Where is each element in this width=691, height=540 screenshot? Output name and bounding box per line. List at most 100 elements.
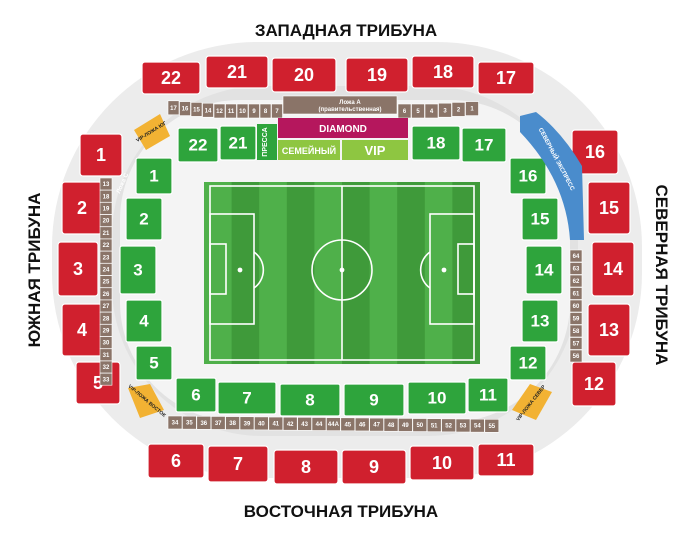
north-upper-sector-14[interactable]: 14: [591, 241, 635, 297]
north-lower-sector-16-shape[interactable]: [509, 157, 547, 195]
box-west-17-shape[interactable]: [167, 100, 180, 116]
east-lower-sector-10[interactable]: 10: [407, 381, 467, 415]
box-36[interactable]: 36: [196, 415, 212, 430]
east-lower-sector-8-shape[interactable]: [279, 383, 341, 417]
west-upper-sector-20[interactable]: 20: [271, 57, 337, 93]
box-53-shape[interactable]: [455, 418, 471, 433]
box-41[interactable]: 41: [268, 416, 284, 431]
box-45-shape[interactable]: [340, 417, 356, 432]
box-28[interactable]: 28: [99, 311, 113, 325]
north-lower-sector-15[interactable]: 15: [521, 197, 559, 241]
box-34[interactable]: 34: [167, 415, 183, 430]
box-west-1-shape[interactable]: [465, 101, 479, 116]
box-44-shape[interactable]: [311, 417, 327, 431]
box-29[interactable]: 29: [99, 324, 113, 337]
west-upper-sector-21[interactable]: 21: [205, 55, 269, 89]
west-upper-sector-22-shape[interactable]: [141, 61, 201, 95]
box-62[interactable]: 62: [569, 274, 583, 288]
north-upper-sector-15[interactable]: 15: [587, 181, 631, 235]
box-61-shape[interactable]: [569, 287, 583, 300]
vip-lodge-north[interactable]: [512, 384, 552, 420]
box-43-shape[interactable]: [297, 417, 312, 431]
box-west-9[interactable]: 9: [248, 103, 260, 119]
box-20[interactable]: 20: [99, 214, 113, 227]
box-39[interactable]: 39: [239, 416, 255, 431]
box-west-14[interactable]: 14: [202, 102, 214, 118]
family-section[interactable]: [278, 140, 340, 160]
box-west-16-shape[interactable]: [179, 101, 191, 116]
box-60-shape[interactable]: [569, 299, 583, 313]
west-lower-sector-22-shape[interactable]: [177, 127, 219, 163]
box-40[interactable]: 40: [254, 416, 269, 431]
press-section[interactable]: [257, 124, 277, 160]
box-56-shape[interactable]: [569, 349, 583, 363]
east-lower-sector-8[interactable]: 8: [279, 383, 341, 417]
box-56[interactable]: 56: [569, 349, 583, 363]
west-upper-sector-18[interactable]: 18: [411, 55, 475, 89]
box-west-4-shape[interactable]: [424, 103, 439, 119]
east-upper-sector-6[interactable]: 6: [147, 443, 205, 479]
box-45[interactable]: 45: [340, 417, 356, 432]
east-lower-sector-7-shape[interactable]: [217, 381, 277, 415]
south-upper-sector-1[interactable]: 1: [79, 133, 123, 177]
north-lower-sector-13-shape[interactable]: [521, 299, 559, 343]
box-west-10-shape[interactable]: [236, 103, 249, 119]
box-63-shape[interactable]: [569, 262, 583, 275]
box-42[interactable]: 42: [282, 416, 298, 431]
box-21[interactable]: 21: [99, 226, 113, 240]
box-61[interactable]: 61: [569, 287, 583, 300]
box-west-8[interactable]: 8: [259, 103, 272, 119]
east-upper-sector-9-shape[interactable]: [341, 449, 407, 485]
west-upper-sector-17[interactable]: 17: [477, 61, 535, 95]
box-44А-shape[interactable]: [326, 417, 341, 431]
north-lower-sector-13[interactable]: 13: [521, 299, 559, 343]
box-39-shape[interactable]: [239, 416, 255, 431]
box-49-shape[interactable]: [398, 418, 413, 432]
box-54-shape[interactable]: [470, 418, 485, 433]
box-west-2[interactable]: 2: [451, 102, 466, 117]
box-18[interactable]: 18: [99, 189, 113, 203]
box-west-6[interactable]: 6: [397, 103, 412, 119]
box-32[interactable]: 32: [99, 360, 113, 374]
box-31[interactable]: 31: [99, 348, 113, 362]
box-50-shape[interactable]: [412, 418, 428, 432]
box-50[interactable]: 50: [412, 418, 428, 432]
box-30[interactable]: 30: [99, 336, 113, 349]
box-36-shape[interactable]: [196, 415, 212, 430]
box-46[interactable]: 46: [354, 417, 370, 432]
box-53[interactable]: 53: [455, 418, 471, 433]
box-13[interactable]: 13: [99, 177, 113, 191]
south-lower-sector-2-shape[interactable]: [125, 197, 163, 241]
west-lower-sector-17[interactable]: 17: [461, 127, 507, 163]
box-58-shape[interactable]: [569, 324, 583, 338]
box-40-shape[interactable]: [254, 416, 269, 431]
north-upper-sector-12-shape[interactable]: [571, 361, 617, 407]
box-west-7[interactable]: 7: [271, 103, 283, 119]
box-west-8-shape[interactable]: [259, 103, 272, 119]
south-lower-sector-4[interactable]: 4: [125, 299, 163, 343]
vip-section[interactable]: [342, 140, 408, 160]
box-38-shape[interactable]: [225, 416, 240, 430]
vip-lodge-east[interactable]: [128, 384, 164, 418]
box-23[interactable]: 23: [99, 250, 113, 264]
north-lower-sector-14[interactable]: 14: [525, 245, 563, 295]
box-62-shape[interactable]: [569, 274, 583, 288]
box-63[interactable]: 63: [569, 262, 583, 275]
box-west-14-shape[interactable]: [202, 102, 214, 118]
box-49[interactable]: 49: [398, 418, 413, 432]
diamond-section[interactable]: [278, 118, 408, 138]
east-upper-sector-7[interactable]: 7: [207, 445, 269, 483]
box-west-4[interactable]: 4: [424, 103, 439, 119]
box-59-shape[interactable]: [569, 312, 583, 325]
east-lower-sector-10-shape[interactable]: [407, 381, 467, 415]
lodge-a-box[interactable]: [282, 95, 398, 115]
south-lower-sector-5-shape[interactable]: [135, 345, 173, 381]
south-lower-sector-3[interactable]: 3: [119, 245, 157, 295]
east-lower-sector-6-shape[interactable]: [175, 377, 217, 413]
west-upper-sector-22[interactable]: 22: [141, 61, 201, 95]
box-35-shape[interactable]: [182, 415, 197, 430]
west-lower-sector-18-shape[interactable]: [411, 125, 461, 161]
box-west-3[interactable]: 3: [438, 102, 452, 118]
box-west-17[interactable]: 17: [167, 100, 180, 116]
box-west-16[interactable]: 16: [179, 101, 191, 116]
